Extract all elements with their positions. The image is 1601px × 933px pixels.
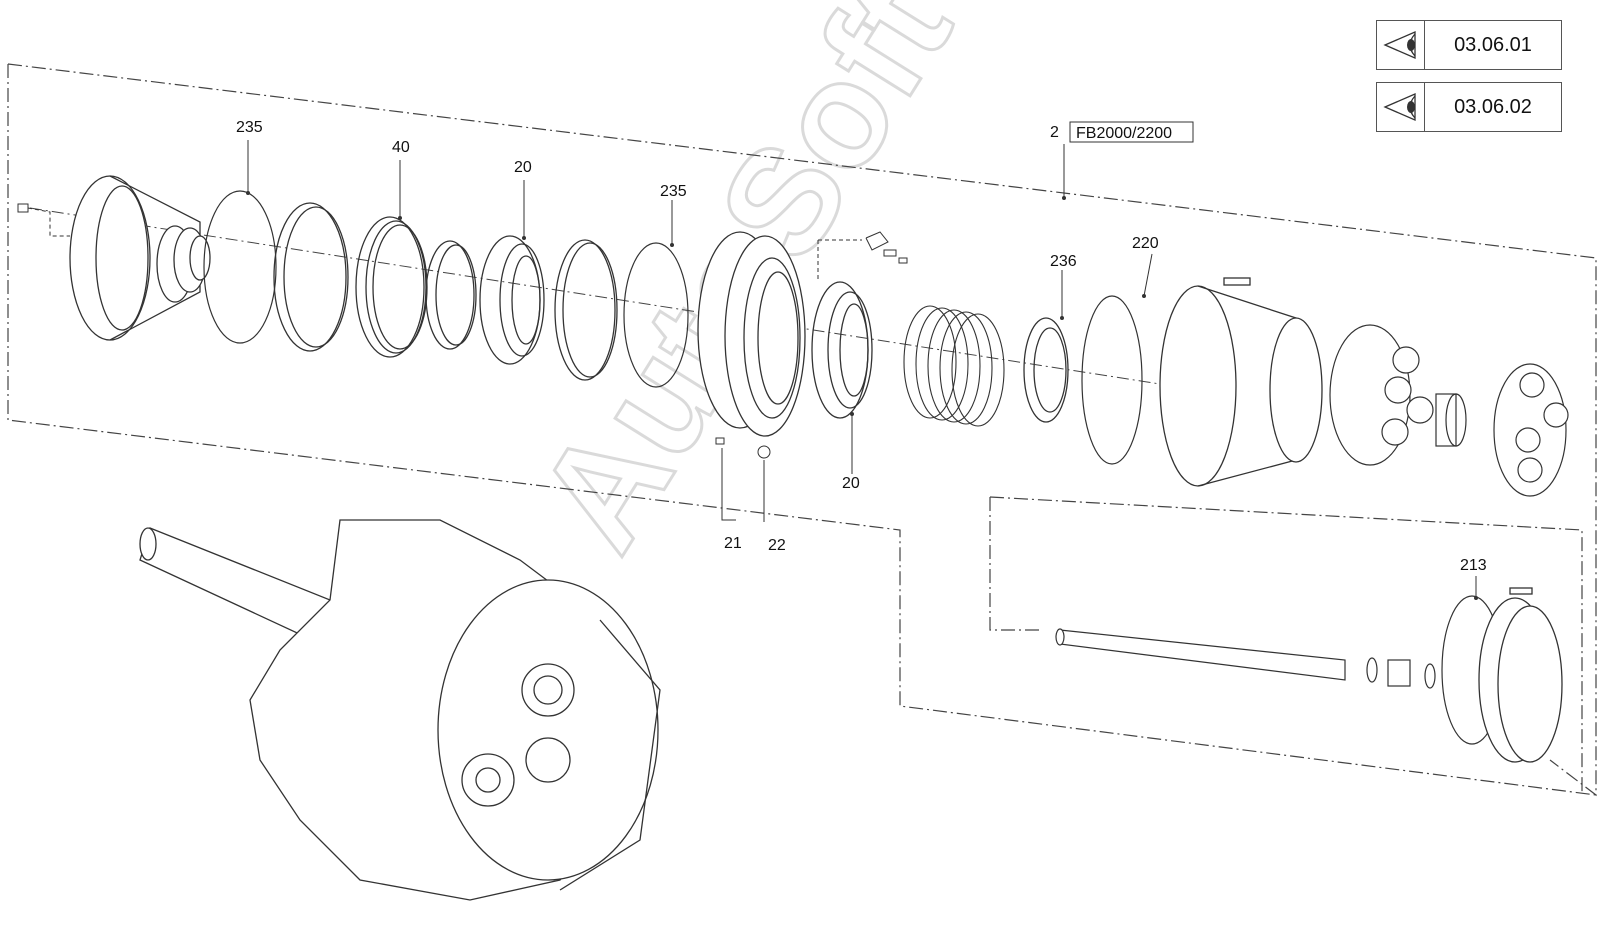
- planet-carrier-2: [1493, 363, 1569, 497]
- callout-213: 213: [1460, 557, 1487, 574]
- part-236-ring: [1023, 317, 1069, 423]
- callout-40: 40: [392, 139, 410, 156]
- view-link-03-06-01[interactable]: 03.06.01: [1376, 20, 1562, 70]
- part-235-oring-b: [623, 242, 689, 388]
- view-eye-icon: [1377, 21, 1425, 69]
- callout-20-a: 20: [514, 159, 532, 176]
- callout-22: 22: [768, 537, 786, 554]
- hub-flange: [69, 175, 211, 341]
- group-frame: [7, 63, 1597, 797]
- drum-housing: [1159, 277, 1323, 487]
- view-link-label: 03.06.01: [1454, 33, 1532, 56]
- group-number: 2: [1050, 124, 1059, 141]
- part-seal-ring-2: [554, 239, 618, 381]
- callout-235-b: 235: [660, 183, 687, 200]
- group-variant: FB2000/2200: [1076, 125, 1172, 142]
- view-link-03-06-02[interactable]: 03.06.02: [1376, 82, 1562, 132]
- assembly-axis: [29, 207, 1161, 385]
- callout-235-a: 235: [236, 119, 263, 136]
- callout-21: 21: [724, 535, 742, 552]
- part-235-oring-a: [203, 190, 277, 344]
- part-20-bearing-a: [479, 235, 545, 365]
- view-link-label: 03.06.02: [1454, 95, 1532, 118]
- view-eye-icon: [1377, 83, 1425, 131]
- planet-carrier-1: [1329, 324, 1434, 466]
- input-shaft: [1055, 628, 1436, 689]
- housing-flange: [697, 231, 806, 437]
- part-220-oring: [1081, 295, 1143, 465]
- callout-220: 220: [1132, 235, 1159, 252]
- callout-236: 236: [1050, 253, 1077, 270]
- brake-disc-pack: [903, 305, 1005, 427]
- part-20-bearing-b: [811, 281, 873, 419]
- part-seal-ring: [273, 202, 349, 352]
- callout-dots: [246, 191, 1478, 600]
- pins-21-22: [715, 437, 771, 522]
- part-spacer-ring: [425, 240, 477, 350]
- cutaway-assembly: [139, 519, 661, 901]
- small-bracket: [817, 231, 908, 282]
- sun-gear: [1435, 393, 1467, 447]
- callout-leaders: [247, 140, 1477, 598]
- end-cover: [1478, 587, 1563, 763]
- group-variant-box: [1069, 121, 1194, 143]
- callout-20-b: 20: [842, 475, 860, 492]
- part-40-ring: [355, 216, 428, 358]
- bolt-left: [17, 203, 70, 237]
